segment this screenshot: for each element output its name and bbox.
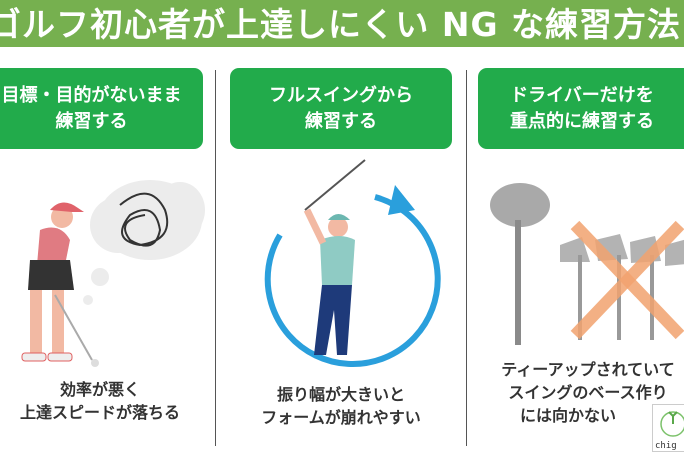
caption-line: スイングのベース作り <box>508 383 668 402</box>
divider <box>215 70 216 446</box>
caption-line: 上達スピードが落ちる <box>19 403 180 422</box>
thought-cloud-icon <box>83 180 205 305</box>
ng-card-full-swing: フルスイングから 練習する <box>230 68 452 149</box>
caption-no-goal: 効率が悪く 上達スピードが落ちる <box>0 378 200 424</box>
card-label: 練習する <box>55 110 128 132</box>
swing-arc-arrow-icon <box>264 194 441 368</box>
card-label: ドライバーだけを <box>510 84 654 106</box>
ng-card-driver-only: ドライバーだけを 重点的に練習する <box>478 68 684 149</box>
logo-text: chig <box>655 441 677 451</box>
confused-golfer-illustration <box>21 180 205 367</box>
full-swing-illustration <box>264 159 441 368</box>
leaf-logo-icon <box>660 411 684 437</box>
card-label: 練習する <box>305 110 377 132</box>
page-title: ゴルフ初心者が上達しにくい NG な練習方法 <box>0 5 682 44</box>
golf-clubs-illustration <box>490 183 684 345</box>
site-logo: chig <box>652 404 684 452</box>
caption-full-swing: 振り幅が大きいと フォームが崩れやすい <box>230 383 452 429</box>
caption-line: フォームが崩れやすい <box>261 408 421 427</box>
card-label: 重点的に練習する <box>510 110 654 132</box>
ng-card-no-goal: 目標・目的がないまま 練習する <box>0 68 203 149</box>
arrow-head-icon <box>388 185 415 215</box>
card-label: 目標・目的がないまま <box>1 84 182 106</box>
divider <box>466 70 467 446</box>
caption-line: 振り幅が大きいと <box>276 385 405 404</box>
card-label: フルスイングから <box>269 84 413 106</box>
header-banner: ゴルフ初心者が上達しにくい NG な練習方法 <box>0 0 684 47</box>
driver-head-icon <box>490 183 550 227</box>
caption-driver-only: ティーアップされていて スイングのベース作り には向かない <box>478 358 684 427</box>
caption-line: には向かない <box>519 406 616 425</box>
caption-line: ティーアップされていて <box>501 360 675 379</box>
caption-line: 効率が悪く <box>59 380 140 399</box>
